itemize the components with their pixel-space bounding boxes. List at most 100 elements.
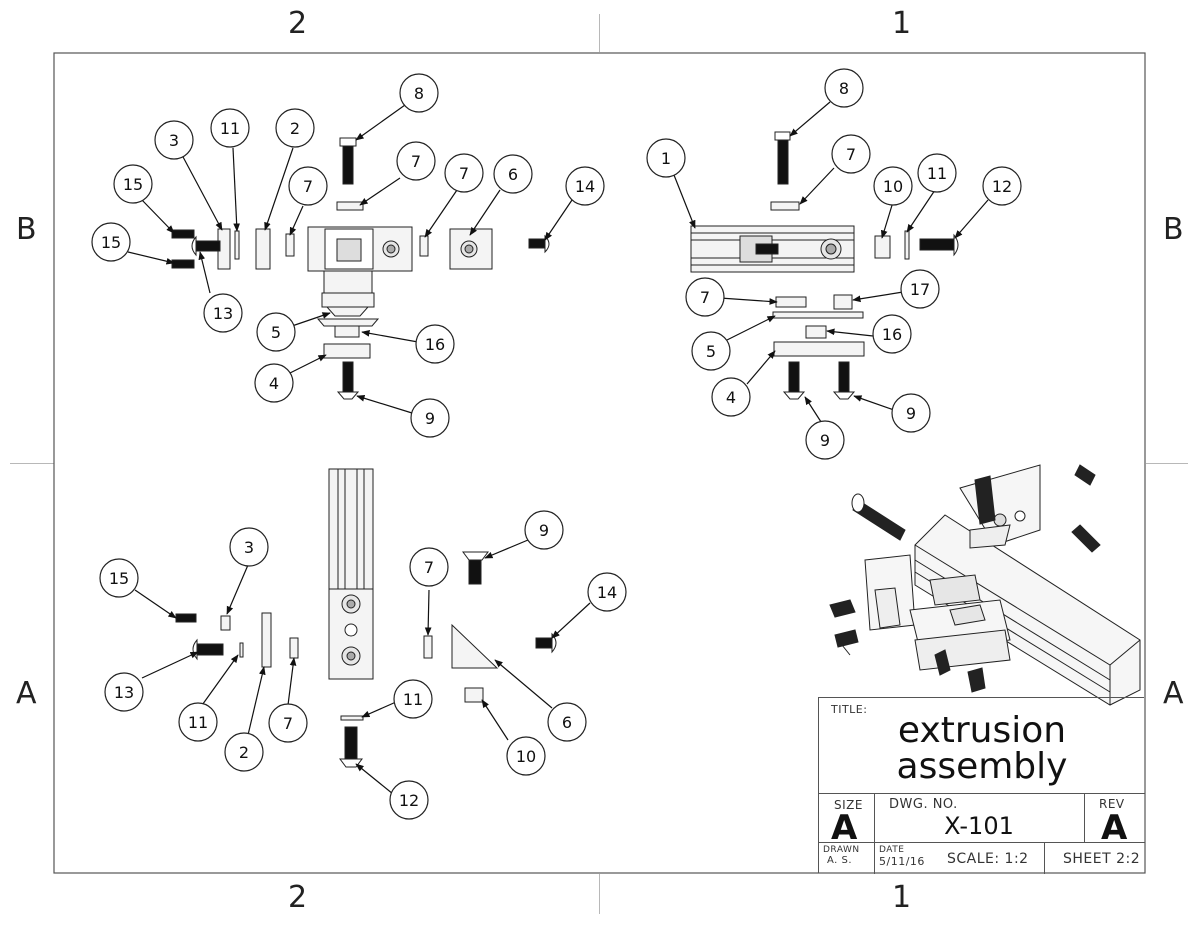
screw-8-side bbox=[777, 139, 789, 185]
zone-label-top-2: 2 bbox=[288, 6, 308, 41]
screw-14 bbox=[528, 238, 546, 249]
washer-11 bbox=[234, 230, 240, 260]
nut-7-top-view bbox=[289, 637, 299, 659]
zone-tick bbox=[10, 463, 54, 464]
svg-text:7: 7 bbox=[411, 152, 421, 171]
nut-7-right-top bbox=[423, 635, 433, 659]
washer-11-side bbox=[904, 230, 910, 260]
plate-2 bbox=[255, 228, 271, 270]
svg-text:7: 7 bbox=[846, 145, 856, 164]
washer-11-bottom bbox=[340, 715, 364, 721]
nut-7-left bbox=[285, 233, 295, 257]
screw-9a bbox=[788, 361, 800, 393]
svg-text:8: 8 bbox=[414, 84, 424, 103]
svg-text:15: 15 bbox=[123, 175, 143, 194]
nut-17 bbox=[833, 294, 853, 310]
size-label: SIZE bbox=[834, 798, 863, 812]
svg-text:15: 15 bbox=[101, 233, 121, 252]
balloon-9: 9 bbox=[410, 398, 450, 438]
washer-5-side bbox=[772, 311, 864, 319]
balloons-view-1: 8 11 3 2 15 7 7 7 6 14 15 13 5 16 4 9 bbox=[91, 73, 605, 438]
balloon-16: 16 bbox=[872, 314, 912, 354]
balloon-15: 15 bbox=[99, 558, 139, 598]
nut-7-top bbox=[336, 201, 364, 211]
zone-tick bbox=[599, 874, 600, 914]
t-nut bbox=[321, 292, 375, 308]
divider bbox=[1044, 843, 1045, 874]
date-label: DATE bbox=[879, 845, 905, 855]
rev-label: REV bbox=[1099, 797, 1125, 811]
svg-text:12: 12 bbox=[399, 791, 419, 810]
drawing-title-line1: extrusion bbox=[897, 710, 1067, 751]
balloon-6: 6 bbox=[547, 702, 587, 742]
svg-text:2: 2 bbox=[239, 743, 249, 762]
svg-text:11: 11 bbox=[403, 690, 423, 709]
plate-4-side bbox=[773, 341, 865, 357]
balloon-10: 10 bbox=[873, 166, 913, 206]
nut-16-side bbox=[805, 325, 827, 339]
svg-text:7: 7 bbox=[700, 288, 710, 307]
zone-tick bbox=[1146, 463, 1188, 464]
drawing-border bbox=[53, 52, 1146, 874]
view-top-exploded bbox=[175, 468, 557, 768]
screw-13-top bbox=[196, 643, 224, 656]
isometric-view bbox=[829, 464, 1141, 706]
svg-text:10: 10 bbox=[883, 177, 903, 196]
svg-text:7: 7 bbox=[283, 714, 293, 733]
balloon-7: 7 bbox=[288, 166, 328, 206]
screw-15-top bbox=[175, 613, 197, 623]
svg-text:4: 4 bbox=[726, 388, 736, 407]
rev-value: A bbox=[1101, 808, 1128, 848]
drawing-title-line2: assembly bbox=[896, 746, 1068, 787]
balloon-14: 14 bbox=[565, 166, 605, 206]
size-value: A bbox=[831, 808, 858, 848]
dwg-no-value: X-101 bbox=[944, 812, 1014, 840]
balloon-7: 7 bbox=[268, 703, 308, 743]
divider bbox=[874, 794, 875, 874]
balloon-7: 7 bbox=[685, 277, 725, 317]
leader-lines bbox=[127, 101, 989, 795]
balloon-3: 3 bbox=[154, 120, 194, 160]
balloon-2: 2 bbox=[224, 732, 264, 772]
zone-label-right-a: A bbox=[1163, 676, 1184, 711]
nut-10 bbox=[874, 235, 891, 259]
extrusion-vertical bbox=[328, 468, 374, 680]
svg-text:8: 8 bbox=[839, 79, 849, 98]
svg-text:9: 9 bbox=[425, 409, 435, 428]
nut-7-right bbox=[419, 235, 429, 257]
balloon-12: 12 bbox=[389, 780, 429, 820]
slot-block bbox=[323, 270, 373, 294]
scale-text: SCALE: 1:2 bbox=[947, 851, 1029, 867]
balloon-11: 11 bbox=[393, 679, 433, 719]
zone-tick bbox=[599, 14, 600, 52]
balloon-8: 8 bbox=[399, 73, 439, 113]
balloons-view-3: 3 15 13 11 2 7 7 9 14 11 6 10 12 bbox=[99, 510, 627, 820]
svg-text:5: 5 bbox=[271, 323, 281, 342]
view-side-exploded bbox=[690, 131, 959, 400]
svg-text:16: 16 bbox=[425, 335, 445, 354]
balloon-15: 15 bbox=[113, 164, 153, 204]
divider bbox=[1084, 794, 1085, 843]
balloon-9: 9 bbox=[805, 420, 845, 460]
balloon-11: 11 bbox=[178, 702, 218, 742]
balloons-view-2: 8 1 7 10 11 12 7 17 5 16 4 9 9 bbox=[646, 68, 1022, 460]
svg-text:4: 4 bbox=[269, 374, 279, 393]
title-label: TITLE: bbox=[831, 703, 868, 716]
plate-3-top bbox=[220, 615, 231, 631]
svg-text:6: 6 bbox=[508, 165, 518, 184]
balloon-11: 11 bbox=[917, 153, 957, 193]
view-front-exploded bbox=[171, 137, 550, 400]
svg-text:7: 7 bbox=[459, 164, 469, 183]
balloon-8: 8 bbox=[824, 68, 864, 108]
svg-text:7: 7 bbox=[424, 558, 434, 577]
svg-text:12: 12 bbox=[992, 177, 1012, 196]
balloon-9: 9 bbox=[891, 393, 931, 433]
svg-text:16: 16 bbox=[882, 325, 902, 344]
svg-text:9: 9 bbox=[820, 431, 830, 450]
dwg-row bbox=[819, 794, 1145, 843]
balloon-14: 14 bbox=[587, 572, 627, 612]
svg-text:13: 13 bbox=[213, 304, 233, 323]
nut-10-top bbox=[464, 687, 484, 703]
svg-text:2: 2 bbox=[290, 119, 300, 138]
balloon-12: 12 bbox=[982, 166, 1022, 206]
